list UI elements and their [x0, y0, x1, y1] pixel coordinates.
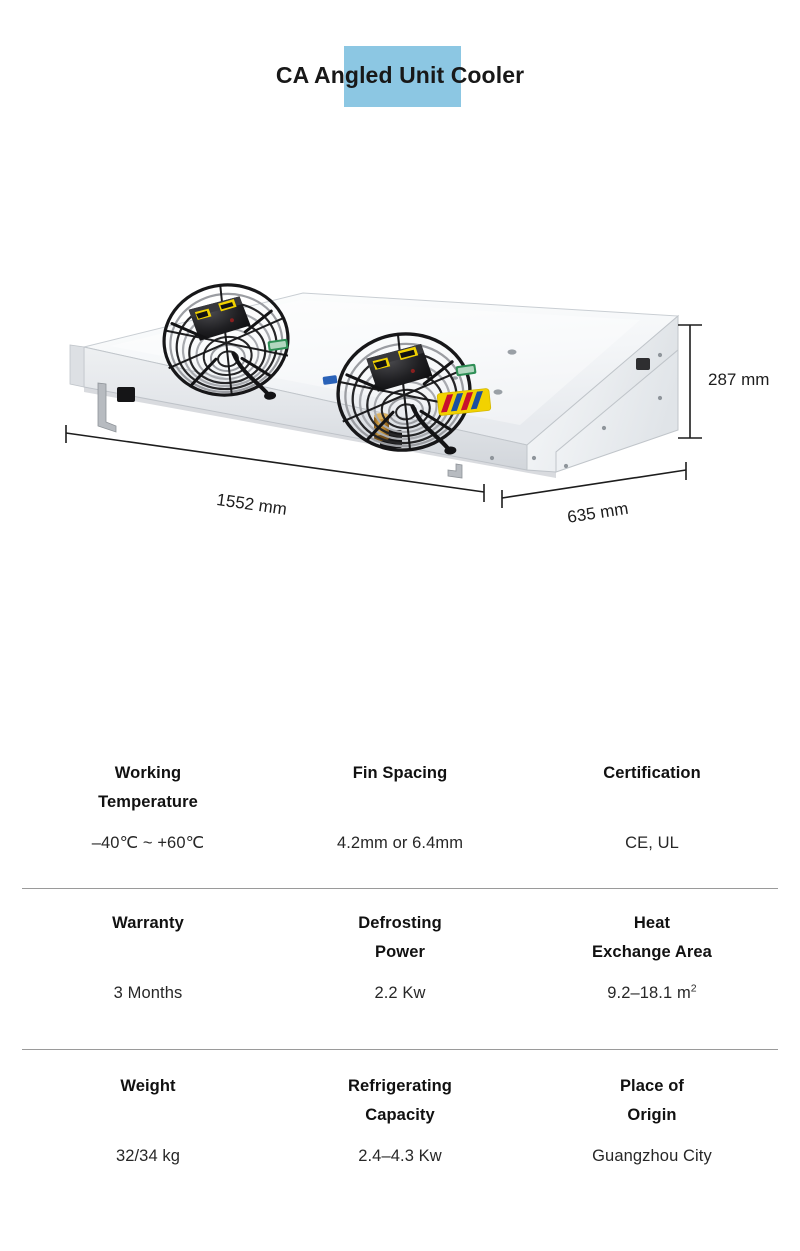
spec-value: 32/34 kg [115, 1147, 181, 1165]
product-figure: 287 mm 1552 mm 635 mm [0, 140, 800, 740]
spec-label: Certification [603, 764, 701, 782]
spec-value-superscript: 2 [690, 982, 697, 995]
spec-value: CE, UL [625, 834, 679, 852]
spec-divider [22, 1049, 778, 1050]
spec-value: 9.2–18.1 m2 [532, 979, 772, 1008]
spec-label: Fin Spacing [352, 764, 448, 782]
dimension-height-label: 287 mm [708, 370, 770, 389]
title-block: CA Angled Unit Cooler [0, 0, 800, 140]
product-photo [0, 140, 800, 740]
spec-label: Weight [120, 1077, 176, 1095]
spec-cell-fin-spacing: Fin Spacing 4.2mm or 6.4mm [274, 759, 526, 858]
spec-value: 4.2mm or 6.4mm [336, 834, 464, 852]
spec-value: 2.2 Kw [374, 984, 426, 1002]
spec-cell-certification: Certification CE, UL [526, 759, 778, 858]
spec-divider [22, 888, 778, 889]
spec-value: Guangzhou City [592, 1147, 712, 1165]
spec-value: 2.4–4.3 Kw [358, 1147, 442, 1165]
title-highlight [344, 46, 461, 107]
spec-cell-warranty: Warranty 3 Months [22, 909, 274, 1008]
spec-value: 3 Months [113, 984, 183, 1002]
spec-value: –40℃ ~ +60℃ [91, 834, 205, 852]
spec-value-text: 9.2–18.1 m [607, 984, 691, 1002]
page-title: CA Angled Unit Cooler [275, 62, 525, 88]
spec-label: Warranty [112, 914, 184, 932]
spec-cell-weight: Weight 32/34 kg [22, 1072, 274, 1171]
